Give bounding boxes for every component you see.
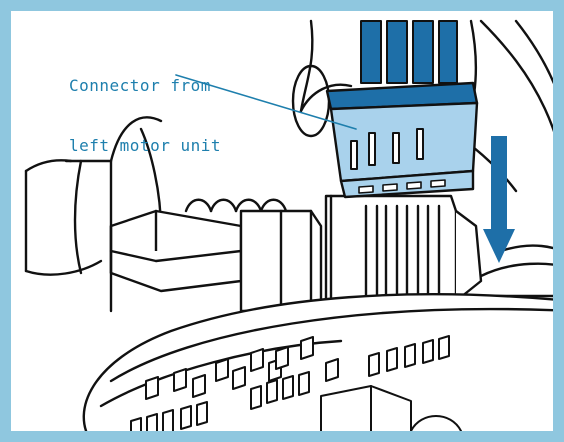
connector-cable [361, 21, 457, 83]
callout-line-1: Connector from [69, 76, 269, 96]
motor-connector [327, 83, 477, 197]
pin-header [326, 196, 481, 301]
callout-line-2: left motor unit [69, 136, 269, 156]
left-bracket [111, 211, 321, 311]
arrow-down-icon [483, 136, 515, 263]
connector-callout-label: Connector from left motor unit [69, 36, 269, 196]
